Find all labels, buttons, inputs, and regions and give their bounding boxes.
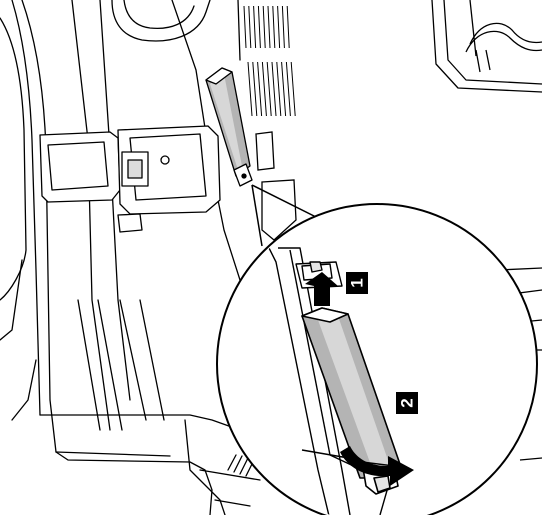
curved-down-arrow-icon <box>340 446 414 486</box>
vent-slot <box>262 5 266 49</box>
vent-slot <box>290 61 296 117</box>
side-tab <box>255 131 297 241</box>
vent-slot <box>257 5 261 49</box>
vent-slot <box>252 61 258 117</box>
vent-slot <box>277 5 281 49</box>
vent-slot <box>248 5 252 49</box>
machine-body <box>0 0 271 515</box>
vent-slot <box>286 5 290 49</box>
zoom-callout <box>216 184 538 515</box>
vent-slot <box>272 5 276 49</box>
step-number: 1 <box>348 278 367 287</box>
up-arrow-icon <box>305 272 338 306</box>
interface-module <box>39 125 221 233</box>
cable-compartment <box>431 0 542 93</box>
vent-slot <box>267 5 271 49</box>
vent-slot <box>257 61 263 117</box>
vent-slot <box>247 61 253 117</box>
cover-overview <box>205 67 253 187</box>
vent-slot <box>285 61 291 117</box>
step-badge-1: 1 <box>346 272 368 294</box>
vent-slot <box>276 61 282 117</box>
step-badge-2: 2 <box>396 392 418 414</box>
vent-slot <box>266 61 272 117</box>
vent-grille <box>243 5 296 117</box>
vent-slot <box>281 5 285 49</box>
vent-slot <box>281 61 287 117</box>
vent-slot <box>253 5 257 49</box>
vent-slot <box>243 5 247 49</box>
vent-slot <box>271 61 277 117</box>
vent-slot <box>261 61 267 117</box>
step-number: 2 <box>398 398 417 407</box>
zoom-detail <box>255 221 414 515</box>
